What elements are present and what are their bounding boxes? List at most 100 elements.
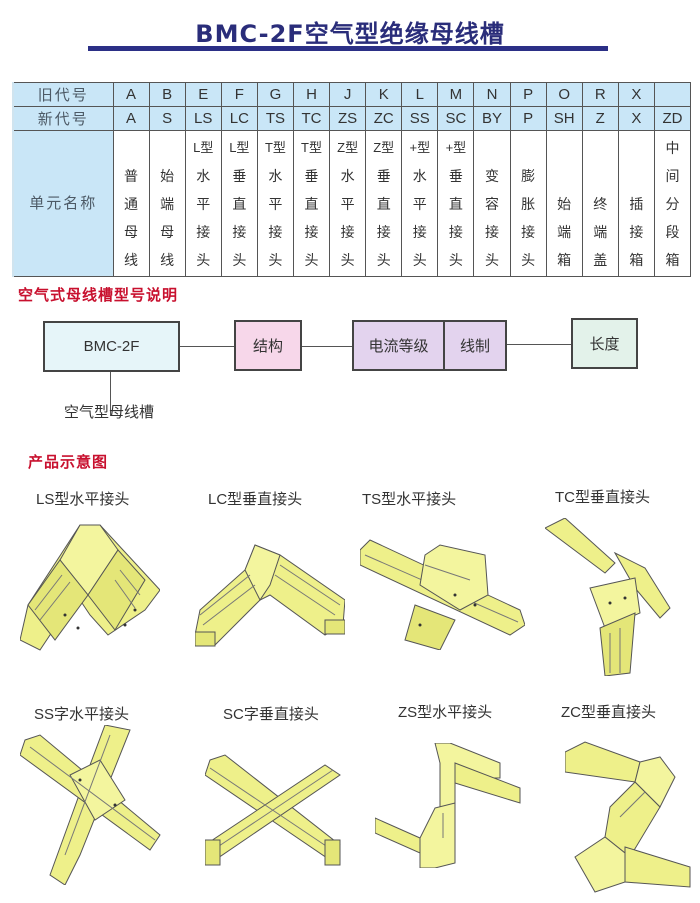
name-char: 盖: [593, 252, 608, 268]
name-char: 接: [412, 224, 427, 240]
old-code-cell: L: [401, 82, 439, 107]
new-code-cell: ZD: [653, 106, 692, 131]
name-char: 线: [160, 252, 175, 268]
name-char: 接: [268, 224, 283, 240]
name-char: Z型: [373, 140, 395, 155]
name-char: 端: [160, 196, 175, 212]
old-code-cell: B: [148, 82, 186, 107]
unit-name-stack: L型 水 平 接 头: [186, 134, 221, 274]
name-char: 接: [484, 224, 499, 240]
code-spec-table: 旧代号 A B E F G H J K L M N P O R X 新代号 A …: [12, 82, 692, 277]
new-code-row: 新代号 A S LS LC TS TC ZS ZC SS SC BY P SH …: [13, 106, 692, 131]
old-code-cell: E: [184, 82, 222, 107]
name-char: 接: [304, 224, 319, 240]
name-char: 接: [196, 224, 211, 240]
page-title: BMC-2F空气型绝缘母线槽: [195, 20, 505, 48]
name-char: Z型: [337, 140, 359, 155]
name-char: 箱: [665, 252, 680, 268]
name-char: 水: [196, 168, 211, 184]
connector-line: [180, 346, 234, 347]
name-char: 头: [521, 252, 536, 268]
unit-name-cell: Z型 水 平 接 头: [329, 130, 367, 277]
new-code-cell: LC: [220, 106, 258, 131]
product-zs: ZS型水平接头: [350, 695, 525, 903]
product-tc: TC型垂直接头: [525, 480, 700, 680]
name-char: 插: [629, 196, 644, 212]
model-box: BMC-2F: [43, 321, 180, 372]
unit-name-stack: +型 水 平 接 头: [402, 134, 437, 274]
unit-name-cell: T型 水 平 接 头: [256, 130, 294, 277]
name-char: 直: [448, 196, 463, 212]
name-char: 箱: [557, 252, 572, 268]
new-code-label: 新代号: [13, 106, 114, 131]
unit-name-stack: 终 端 盖: [583, 190, 618, 274]
product-caption: LC型垂直接头: [208, 491, 303, 508]
unit-name-cell: +型 垂 直 接 头: [437, 130, 475, 277]
product-caption: TC型垂直接头: [555, 489, 650, 506]
unit-name-cell: 变 容 接 头: [473, 130, 511, 277]
name-char: 头: [268, 252, 283, 268]
unit-name-stack: 插 接 箱: [619, 190, 654, 274]
name-char: 头: [232, 252, 247, 268]
name-char: L型: [193, 140, 214, 155]
title-underline: [88, 46, 608, 51]
ls-joint-illustration: [20, 524, 160, 651]
name-char: 中: [665, 140, 680, 156]
name-char: 端: [557, 224, 572, 240]
name-char: 水: [268, 168, 283, 184]
new-code-cell: TS: [256, 106, 294, 131]
name-char: 线: [124, 252, 139, 268]
new-code-cell: X: [617, 106, 655, 131]
name-char: +型: [409, 140, 431, 155]
unit-name-cell: 插 接 箱: [617, 130, 655, 277]
product-caption: SC字垂直接头: [223, 706, 319, 723]
sc-joint-illustration: [205, 754, 341, 866]
new-code-cell: Z: [581, 106, 619, 131]
product-ls: LS型水平接头: [0, 480, 175, 680]
unit-name-stack: 普 通 母 线: [114, 162, 149, 274]
name-char: 箱: [629, 252, 644, 268]
unit-name-row: 单元名称 普 通 母 线 始 端 母 线 L型 水 平 接 头 L型 垂 直 接…: [13, 130, 692, 277]
unit-name-stack: 变 容 接 头: [474, 162, 509, 274]
name-char: T型: [301, 140, 322, 155]
old-code-cell: H: [292, 82, 331, 107]
old-code-cell: X: [617, 82, 655, 107]
old-code-cell: [653, 82, 692, 107]
unit-name-stack: +型 垂 直 接 头: [438, 134, 473, 274]
name-char: 母: [124, 224, 139, 240]
old-code-cell: K: [365, 82, 403, 107]
name-char: 接: [232, 224, 247, 240]
name-char: +型: [445, 140, 467, 155]
old-code-cell: G: [256, 82, 294, 107]
old-code-cell: R: [581, 82, 619, 107]
name-char: 头: [376, 252, 391, 268]
unit-name-stack: 始 端 母 线: [150, 162, 185, 274]
name-char: 水: [340, 168, 355, 184]
name-char: 垂: [448, 168, 463, 184]
old-code-label: 旧代号: [13, 82, 114, 107]
new-code-cell: BY: [473, 106, 511, 131]
new-code-cell: S: [148, 106, 186, 131]
name-char: 容: [484, 196, 499, 212]
old-code-cell: P: [509, 82, 547, 107]
unit-name-stack: L型 垂 直 接 头: [222, 134, 257, 274]
name-char: 接: [376, 224, 391, 240]
name-char: 膨: [521, 168, 536, 184]
new-code-cell: A: [112, 106, 150, 131]
new-code-cell: ZS: [329, 106, 367, 131]
name-char: 变: [484, 168, 499, 184]
unit-name-stack: 中 间 分 段 箱: [655, 134, 690, 274]
name-char: 间: [665, 168, 680, 184]
name-char: 头: [340, 252, 355, 268]
name-char: 接: [521, 224, 536, 240]
name-char: 头: [412, 252, 427, 268]
unit-name-stack: Z型 水 平 接 头: [330, 134, 365, 274]
name-char: 端: [593, 224, 608, 240]
unit-name-cell: T型 垂 直 接 头: [292, 130, 331, 277]
product-ts: TS型水平接头: [350, 480, 525, 680]
new-code-cell: P: [509, 106, 547, 131]
name-char: 平: [196, 196, 211, 212]
name-char: 胀: [521, 196, 536, 212]
name-char: 直: [304, 196, 319, 212]
name-char: 垂: [376, 168, 391, 184]
